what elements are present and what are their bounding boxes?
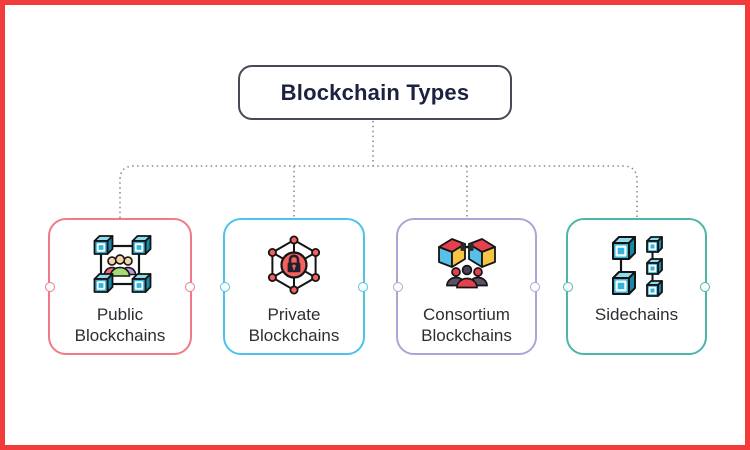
diagram-title: Blockchain Types — [280, 79, 470, 105]
connector-port-left-icon — [45, 281, 55, 292]
connector-port-right-icon — [700, 281, 710, 292]
node-label-sidechains: Sidechains — [594, 305, 679, 324]
connector-port-left-icon — [563, 281, 573, 292]
connector-port-right-icon — [358, 281, 368, 292]
node-card-sidechains: Sidechains — [563, 218, 710, 355]
node-card-public-blockchains: Public Blockchains — [45, 218, 195, 355]
node-label-private-blockchains: Private Blockchains — [248, 305, 340, 345]
connector-port-left-icon — [220, 281, 230, 292]
hexagon-network-lock-icon — [262, 232, 326, 298]
connector-port-right-icon — [185, 281, 195, 292]
linked-cubes-group-icon — [429, 232, 505, 298]
node-card-consortium-blockchains: Consortium Blockchains — [393, 218, 540, 355]
connector-port-right-icon — [530, 281, 540, 292]
node-label-consortium-blockchains: Consortium Blockchains — [421, 305, 512, 345]
root-node-blockchain-types: Blockchain Types — [238, 65, 512, 120]
node-label-public-blockchains: Public Blockchains — [74, 305, 166, 345]
connector-port-left-icon — [393, 281, 403, 292]
network-cubes-people-icon — [85, 232, 155, 298]
diagram-canvas: Blockchain Types — [5, 5, 745, 445]
parallel-cube-chains-icon — [605, 232, 669, 298]
node-card-private-blockchains: Private Blockchains — [220, 218, 368, 355]
